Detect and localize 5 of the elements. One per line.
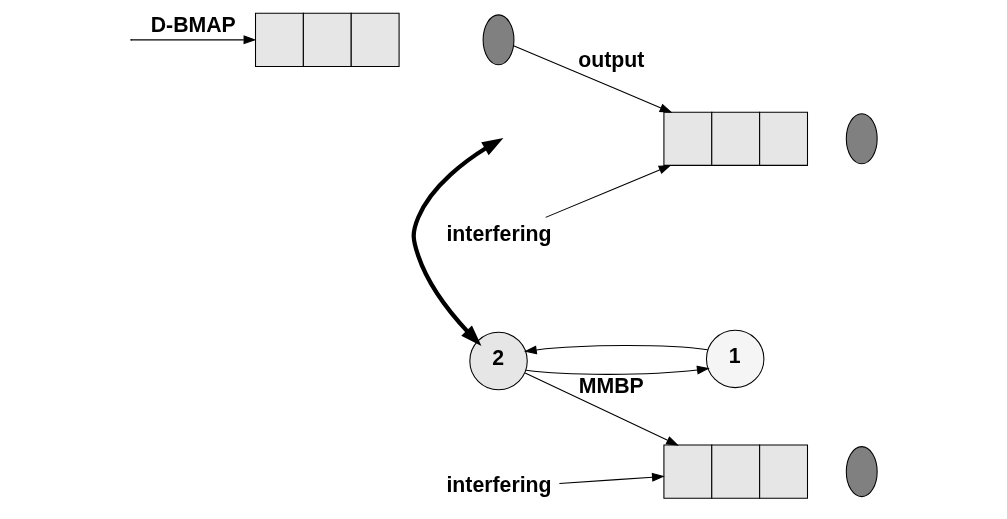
- edge-label: output: [577, 48, 644, 72]
- node-text: interfering: [445, 472, 552, 497]
- edge-label: D-BMAP: [150, 12, 236, 37]
- edge-label: MMBP: [578, 373, 644, 398]
- node-text: interfering: [445, 221, 552, 246]
